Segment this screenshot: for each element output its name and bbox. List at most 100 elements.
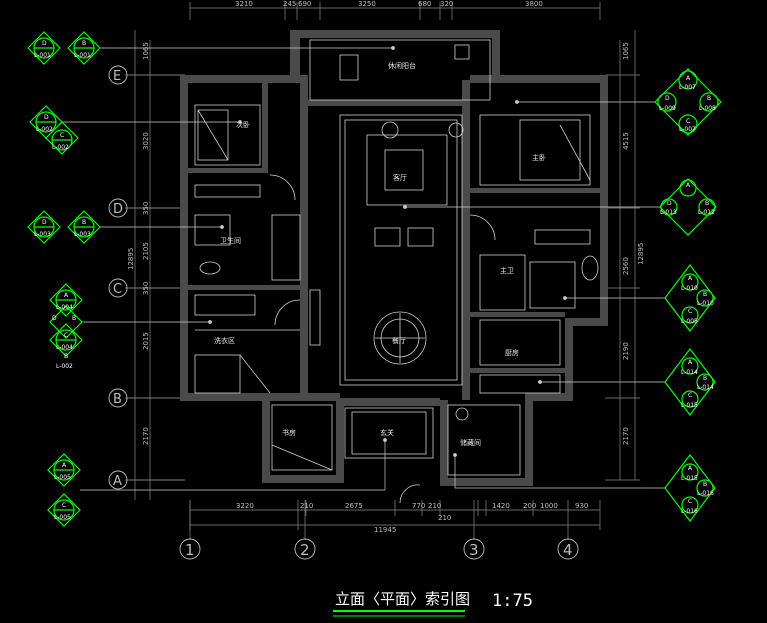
svg-text:D: D (665, 95, 670, 102)
svg-text:L-002: L-002 (36, 126, 53, 133)
svg-text:A: A (64, 292, 69, 299)
svg-text:L-015: L-015 (681, 475, 698, 482)
svg-text:D: D (667, 200, 672, 207)
room-laundry: 洗衣区 (214, 336, 235, 345)
walls (180, 30, 608, 486)
dim-left-1: 1065 (142, 42, 150, 60)
svg-text:C: C (688, 308, 692, 315)
dim-right-4: 2190 (622, 342, 630, 360)
index-marker-10 (664, 454, 716, 522)
svg-text:L-014: L-014 (697, 384, 714, 391)
svg-text:L-007: L-007 (679, 126, 696, 133)
axis-label-2: 2 (300, 541, 310, 559)
axis-label-d: D (113, 202, 123, 217)
svg-text:L-005: L-005 (681, 318, 698, 325)
svg-text:L-004: L-004 (56, 344, 73, 351)
svg-text:L-001: L-001 (74, 52, 91, 59)
dim-left-5: 350 (142, 282, 150, 295)
axis-row-a (108, 470, 128, 490)
dim-right-2: 4515 (622, 132, 630, 150)
svg-text:A: A (688, 465, 693, 472)
svg-text:L-003: L-003 (74, 231, 91, 238)
index-marker-2 (29, 105, 79, 155)
svg-text:L-003: L-003 (34, 231, 51, 238)
index-marker-5 (47, 453, 81, 527)
svg-text:A: A (62, 462, 67, 469)
drawing-scale: 1:75 (492, 591, 533, 611)
svg-text:L-007: L-007 (679, 84, 696, 91)
svg-text:D: D (52, 315, 57, 322)
dim-bottom-6: 1420 (492, 502, 510, 510)
svg-text:B: B (703, 291, 707, 298)
room-storage: 储藏间 (460, 438, 481, 447)
dim-left-3: 350 (142, 202, 150, 215)
svg-text:C: C (60, 132, 64, 139)
axis-col-3 (463, 538, 485, 560)
axis-row-b (108, 388, 128, 408)
axis-label-b: B (113, 392, 122, 407)
axis-col-4 (557, 538, 579, 560)
dim-bottom-9: 930 (575, 502, 588, 510)
svg-text:L-005: L-005 (54, 474, 71, 481)
svg-text:L-016: L-016 (697, 490, 714, 497)
svg-text:A: A (686, 75, 691, 82)
room-bath-right: 主卫 (500, 266, 514, 275)
room-living: 客厅 (393, 173, 407, 182)
svg-text:L-010: L-010 (681, 285, 698, 292)
svg-text:L-015: L-015 (681, 402, 698, 409)
index-markers (27, 31, 722, 527)
dim-top-7: 3800 (525, 0, 543, 8)
svg-text:L-010: L-010 (697, 300, 714, 307)
axis-label-1: 1 (185, 541, 195, 559)
dim-bottom-total: 11945 (374, 526, 396, 534)
dim-bottom-4: 770 (412, 502, 425, 510)
dim-top-1: 3210 (235, 0, 253, 8)
svg-text:C: C (688, 392, 692, 399)
room-labels: 休闲阳台 次卧 主卧 客厅 餐厅 卫生间 主卫 书房 厨房 洗衣区 玄关 储藏间 (214, 61, 546, 447)
dim-top-6: 320 (440, 0, 453, 8)
svg-text:L-013: L-013 (660, 209, 677, 216)
axis-label-4: 4 (563, 541, 573, 559)
svg-text:C: C (64, 332, 68, 339)
svg-text:B: B (82, 219, 86, 226)
dimension-lines (125, 2, 640, 540)
axis-bubbles (108, 65, 579, 560)
svg-text:D: D (42, 219, 47, 226)
axis-label-a: A (113, 474, 122, 489)
room-bath-left: 卫生间 (220, 236, 241, 245)
dim-right-1: 1065 (622, 42, 630, 60)
dim-bottom-5: 210 (428, 502, 441, 510)
svg-text:L-014: L-014 (681, 369, 698, 376)
svg-text:B: B (707, 95, 711, 102)
svg-text:L-002: L-002 (56, 363, 73, 370)
svg-text:A: A (688, 275, 693, 282)
dim-bottom-8: 1000 (540, 502, 558, 510)
interior-linework (194, 39, 599, 504)
dim-top-2: 245 (283, 0, 296, 8)
drawing-title: 立面〈平面〉索引图 (335, 590, 470, 608)
room-study: 书房 (282, 428, 296, 437)
dim-left-4: 2105 (142, 242, 150, 260)
room-balcony: 休闲阳台 (388, 61, 416, 70)
dim-top-4: 3250 (358, 0, 376, 8)
index-marker-4 (49, 283, 83, 357)
dim-top-5: 680 (418, 0, 431, 8)
title-block: 立面〈平面〉索引图 1:75 (333, 590, 533, 617)
axis-col-2 (294, 538, 316, 560)
dim-left-2: 3020 (142, 132, 150, 150)
index-marker-8 (664, 264, 716, 332)
dim-right-5: 2170 (622, 427, 630, 445)
svg-text:L-005: L-005 (54, 514, 71, 521)
dim-right-3: 2560 (622, 257, 630, 275)
svg-text:B: B (703, 481, 707, 488)
room-kitchen: 厨房 (505, 348, 519, 357)
svg-text:C: C (62, 502, 66, 509)
dim-bottom-7: 200 (523, 502, 536, 510)
svg-text:L-012: L-012 (698, 209, 715, 216)
dim-bottom-10: 210 (438, 514, 451, 522)
dim-bottom-3: 2675 (345, 502, 363, 510)
index-marker-6 (654, 68, 722, 136)
dim-bottom-2: 210 (300, 502, 313, 510)
dim-left-6: 2015 (142, 332, 150, 350)
